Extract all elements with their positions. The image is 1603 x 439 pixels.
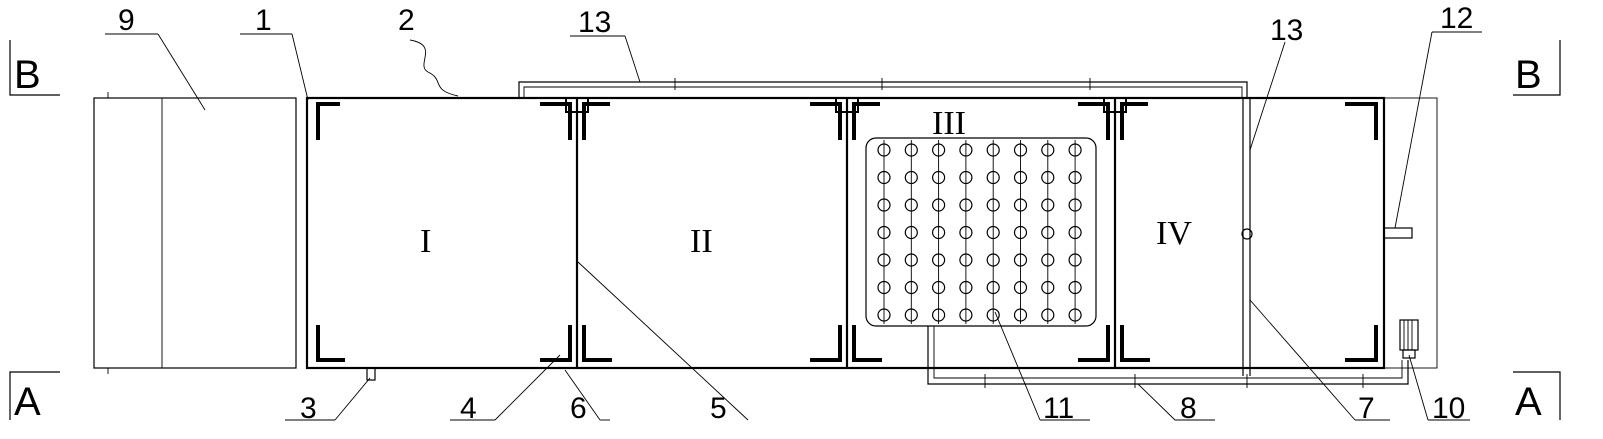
callout-5: 5 bbox=[710, 392, 727, 425]
diffuser-hole bbox=[1013, 143, 1028, 157]
diffuser-hole bbox=[904, 253, 918, 267]
callout-8: 8 bbox=[1180, 392, 1197, 425]
component-9-box bbox=[93, 92, 297, 374]
callout-2: 2 bbox=[398, 4, 415, 37]
callout-7: 7 bbox=[1358, 392, 1375, 425]
leader-lines bbox=[105, 31, 1482, 421]
diffuser-hole bbox=[877, 198, 891, 212]
diffuser-hole bbox=[931, 280, 946, 295]
diffuser-hole bbox=[959, 225, 973, 240]
diffuser-hole bbox=[959, 198, 973, 212]
diffuser-hole bbox=[877, 143, 891, 157]
diffuser-hole bbox=[1041, 308, 1055, 322]
callout-11: 11 bbox=[1043, 392, 1074, 425]
callout-10: 10 bbox=[1432, 392, 1465, 425]
diffuser-hole bbox=[1041, 198, 1055, 212]
diffuser-hole bbox=[877, 253, 891, 267]
diffuser-hole bbox=[1041, 225, 1055, 240]
diffuser-hole bbox=[986, 308, 1000, 322]
outlet-12 bbox=[1383, 227, 1413, 239]
diffuser-hole bbox=[877, 170, 891, 185]
diffuser-hole bbox=[1041, 253, 1055, 267]
bottom-pipe bbox=[927, 326, 1409, 388]
chamber-label-3: III bbox=[932, 105, 966, 142]
diffuser-grid bbox=[865, 137, 1097, 327]
diffuser-hole bbox=[904, 143, 918, 157]
diffuser-hole bbox=[904, 280, 918, 295]
diffuser-hole bbox=[1013, 198, 1028, 212]
diffuser-hole bbox=[1041, 280, 1055, 295]
callout-3: 3 bbox=[300, 392, 317, 425]
diffuser-hole bbox=[931, 143, 946, 157]
diffuser-hole bbox=[904, 198, 918, 212]
section-label-b-left: B bbox=[14, 53, 41, 97]
section-label-a-left: A bbox=[14, 380, 41, 424]
callout-1: 1 bbox=[255, 4, 272, 37]
diffuser-hole bbox=[959, 143, 973, 157]
diffuser-hole bbox=[986, 198, 1000, 212]
callout-6: 6 bbox=[570, 392, 587, 425]
section-marker-b-left: B bbox=[9, 40, 60, 97]
callout-12: 12 bbox=[1440, 2, 1473, 35]
diffuser-hole bbox=[986, 170, 1000, 185]
diffuser-hole bbox=[931, 308, 946, 322]
diffuser-hole bbox=[904, 308, 918, 322]
corner-brackets bbox=[316, 99, 1378, 362]
diffuser-hole bbox=[877, 225, 891, 240]
chamber-label-1: I bbox=[420, 223, 431, 260]
diffuser-hole bbox=[986, 280, 1000, 295]
diffuser-hole bbox=[1068, 308, 1082, 322]
callout-9: 9 bbox=[118, 4, 135, 37]
diffuser-hole bbox=[1013, 308, 1028, 322]
diffuser-hole bbox=[931, 253, 946, 267]
callout-4: 4 bbox=[460, 392, 477, 425]
diffuser-hole bbox=[1013, 280, 1028, 295]
diffuser-hole bbox=[1068, 143, 1082, 157]
section-label-b-right: B bbox=[1515, 53, 1542, 97]
top-pipe bbox=[518, 78, 1253, 376]
diffuser-hole bbox=[904, 225, 918, 240]
diffuser-hole bbox=[959, 253, 973, 267]
diffuser-hole bbox=[1068, 253, 1082, 267]
diffuser-hole bbox=[877, 308, 891, 322]
section-label-a-right: A bbox=[1515, 380, 1542, 424]
callout-13-top: 13 bbox=[578, 6, 611, 39]
section-marker-a-left: A bbox=[9, 371, 60, 424]
diffuser-hole bbox=[1013, 170, 1028, 185]
diffuser-hole bbox=[931, 170, 946, 185]
diffuser-hole bbox=[1013, 225, 1028, 240]
inlet-3 bbox=[366, 367, 376, 381]
callout-13-right: 13 bbox=[1270, 14, 1303, 47]
chamber-label-2: II bbox=[690, 223, 713, 260]
diffuser-hole bbox=[1041, 143, 1055, 157]
chamber-label-4: IV bbox=[1156, 215, 1192, 252]
diffuser-hole bbox=[931, 225, 946, 240]
diffuser-hole bbox=[959, 170, 973, 185]
diffuser-hole bbox=[1068, 280, 1082, 295]
diffuser-hole bbox=[1068, 198, 1082, 212]
diffuser-hole bbox=[986, 225, 1000, 240]
diffuser-hole bbox=[959, 308, 973, 322]
diffuser-hole bbox=[1013, 253, 1028, 267]
diffuser-hole bbox=[1041, 170, 1055, 185]
diffuser-hole bbox=[986, 143, 1000, 157]
diffuser-hole bbox=[1068, 225, 1082, 240]
section-marker-b-right: B bbox=[1513, 40, 1561, 97]
diffuser-hole bbox=[986, 253, 1000, 267]
section-marker-a-right: A bbox=[1513, 371, 1561, 424]
diffuser-hole bbox=[877, 280, 891, 295]
diffuser-hole bbox=[1068, 170, 1082, 185]
diffuser-hole bbox=[931, 198, 946, 212]
pump-10 bbox=[1399, 319, 1419, 359]
diffuser-hole bbox=[904, 170, 918, 185]
diffuser-hole bbox=[959, 280, 973, 295]
